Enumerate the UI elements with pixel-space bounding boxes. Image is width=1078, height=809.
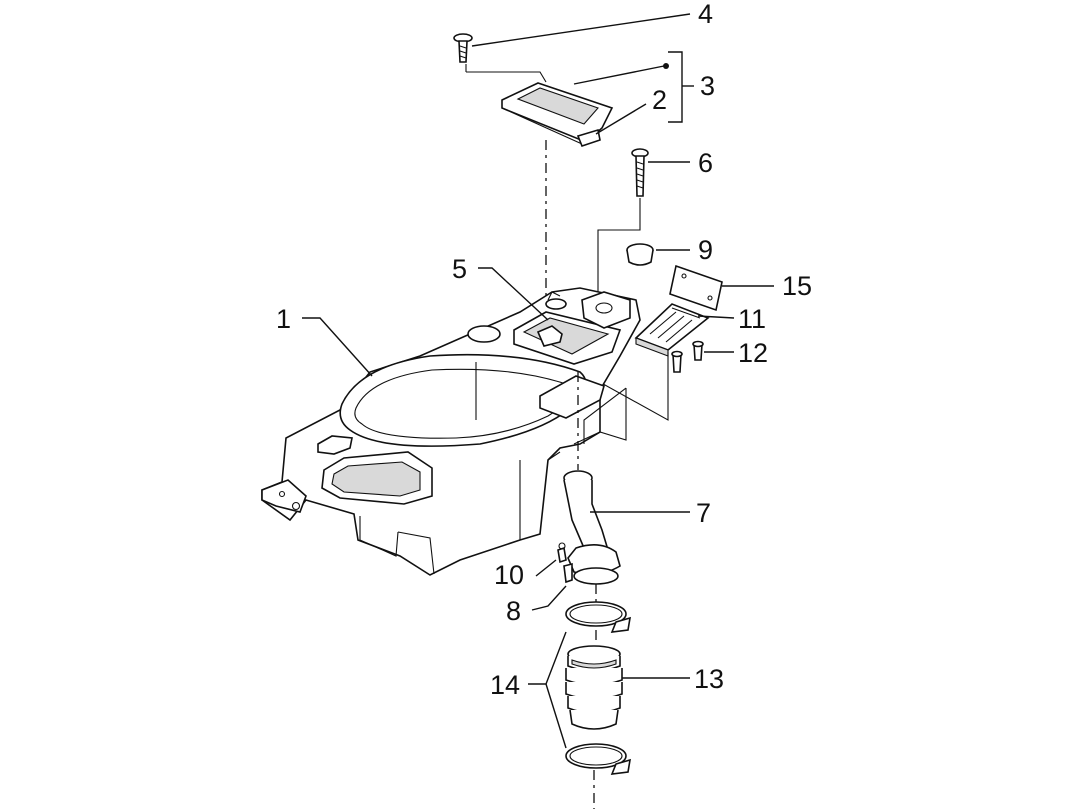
part-12-screws xyxy=(671,340,704,373)
part-13-bellows xyxy=(565,645,623,730)
part-1-helmet-box xyxy=(261,287,641,576)
callout-9: 9 xyxy=(698,235,713,265)
part-11-bracket xyxy=(634,303,710,357)
part-3-cover-plate xyxy=(501,82,614,147)
part-14-clamp-lower xyxy=(565,743,631,775)
callout-12: 12 xyxy=(738,338,768,368)
callout-labels: 4 3 2 6 9 15 11 12 5 1 7 10 8 13 14 xyxy=(276,0,812,700)
part-4-screw xyxy=(453,33,473,63)
callout-4: 4 xyxy=(698,0,713,29)
callout-14: 14 xyxy=(490,670,520,700)
callout-15: 15 xyxy=(782,271,812,301)
part-15-gasket xyxy=(669,264,723,312)
part-10-clip xyxy=(557,542,567,564)
leader-lines xyxy=(302,13,774,749)
assembly-line-screw-4 xyxy=(466,71,547,83)
assembly-line-screw-6 xyxy=(597,198,641,292)
part-9-cap xyxy=(626,243,654,266)
callout-7: 7 xyxy=(696,498,711,528)
callout-1: 1 xyxy=(276,304,291,334)
callout-10: 10 xyxy=(494,560,524,590)
callout-11: 11 xyxy=(738,304,766,334)
callout-2: 2 xyxy=(652,85,667,115)
part-7-filler-tube xyxy=(563,470,621,585)
part-8-screw xyxy=(563,562,573,584)
callout-8: 8 xyxy=(506,596,521,626)
part-14-clamp-upper xyxy=(565,601,631,633)
assembly-line-bracket xyxy=(577,352,669,421)
part-6-screw xyxy=(631,148,649,197)
callout-5: 5 xyxy=(452,254,467,284)
callout-13: 13 xyxy=(694,664,724,694)
callout-6: 6 xyxy=(698,148,713,178)
callout-3: 3 xyxy=(700,71,715,101)
